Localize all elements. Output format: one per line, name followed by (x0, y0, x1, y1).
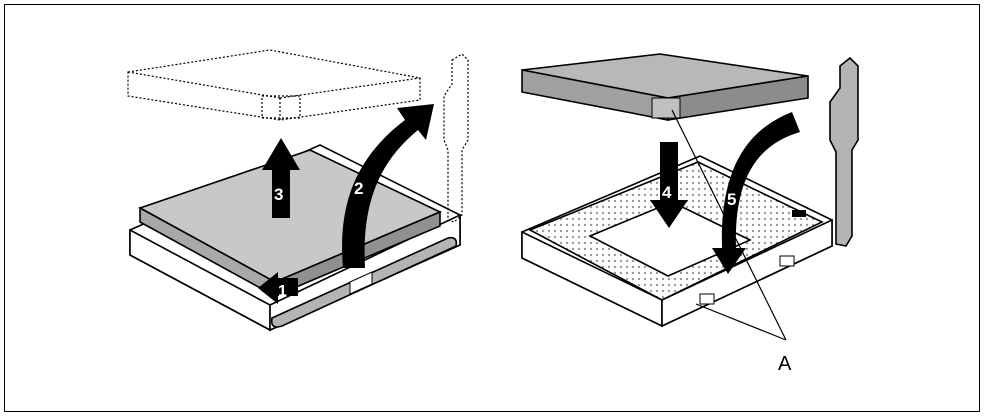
arrow-step-3 (262, 138, 300, 218)
right-cpu-chip (521, 53, 809, 121)
left-cpu-lifted-outline (127, 49, 421, 121)
step-4-label: 4 (662, 183, 672, 202)
step-3-label: 3 (274, 185, 283, 204)
step-2-label: 2 (354, 179, 363, 198)
right-lever-raised (829, 56, 859, 247)
arrow-step-4 (650, 142, 688, 228)
right-panel-installation: 4 5 A (521, 53, 859, 375)
left-panel-removal: 3 2 1 (127, 49, 469, 332)
left-lever-raised-outline (443, 53, 469, 223)
arrow-step-5 (712, 112, 800, 274)
left-lever-lowered (270, 236, 458, 328)
callout-a-leaders (671, 109, 787, 341)
callout-a-label: A (778, 353, 792, 375)
right-socket-base (521, 155, 833, 328)
arrow-step-2 (342, 104, 434, 268)
arrow-step-1 (258, 272, 298, 304)
step-1-label: 1 (278, 283, 287, 300)
step-5-label: 5 (727, 190, 736, 209)
